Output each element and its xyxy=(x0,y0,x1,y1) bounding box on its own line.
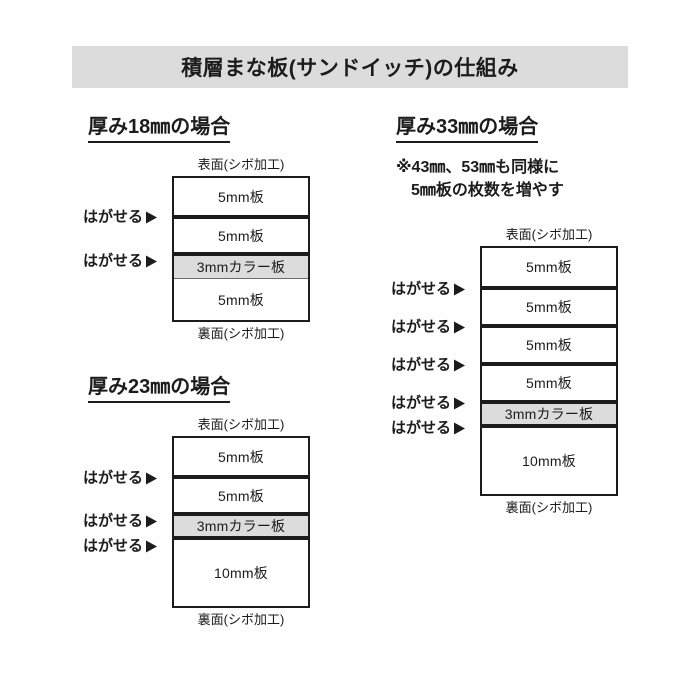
board-layer: 5mm板 xyxy=(174,475,308,513)
peel-label: はがせる xyxy=(391,419,452,437)
board-layer: 5mm板 xyxy=(174,278,308,321)
bottom-face-label-33: 裏面(シボ加工) xyxy=(505,500,593,516)
peel-marker: はがせる xyxy=(83,252,158,270)
board-layer: 10mm板 xyxy=(174,536,308,607)
board-layer-color: 3mmカラー板 xyxy=(174,512,308,537)
peel-marker: はがせる xyxy=(391,394,466,412)
board-layer-label: 5mm板 xyxy=(218,188,264,205)
board-layer-label: 10mm板 xyxy=(522,453,576,470)
board-layer-label: 5mm板 xyxy=(218,487,264,504)
board-layer-label: 5mm板 xyxy=(526,375,572,392)
board-layer-label: 5mm板 xyxy=(218,227,264,244)
board-layer-label: 5mm板 xyxy=(526,337,572,354)
section-heading-18: 厚み18㎜の場合 xyxy=(88,116,231,143)
section-note-line1: ※43㎜、53㎜も同様に xyxy=(396,159,560,176)
board-layer-label: 5mm板 xyxy=(218,448,264,465)
peel-arrow-icon xyxy=(146,211,158,223)
peel-label: はがせる xyxy=(83,469,144,487)
peel-marker: はがせる xyxy=(83,537,158,555)
board-stack-33: 5mm板 5mm板 5mm板 5mm板 3mmカラー板 10mm板 xyxy=(480,246,618,497)
board-layer-label: 3mmカラー板 xyxy=(196,259,286,276)
board-layer: 10mm板 xyxy=(482,424,616,495)
peel-marker: はがせる xyxy=(83,208,158,226)
page-title-band: 積層まな板(サンドイッチ)の仕組み xyxy=(72,46,628,88)
board-stack-18: 5mm板 5mm板 3mmカラー板 5mm板 xyxy=(172,176,310,323)
board-layer: 5mm板 xyxy=(174,178,308,216)
peel-arrow-icon xyxy=(454,283,466,295)
peel-label: はがせる xyxy=(83,252,144,270)
board-layer: 5mm板 xyxy=(482,362,616,401)
page-title: 積層まな板(サンドイッチ)の仕組み xyxy=(181,57,519,80)
board-layer-label: 5mm板 xyxy=(526,299,572,316)
board-layer: 5mm板 xyxy=(174,438,308,476)
top-face-label-23: 表面(シボ加工) xyxy=(197,417,285,432)
section-heading-23: 厚み23㎜の場合 xyxy=(88,376,231,403)
bottom-face-label-23: 裏面(シボ加工) xyxy=(197,612,285,628)
peel-label: はがせる xyxy=(83,537,144,555)
board-layer-color: 3mmカラー板 xyxy=(174,252,308,279)
peel-label: はがせる xyxy=(83,512,144,530)
board-diagram-23: 表面(シボ加工) 5mm板 5mm板 3mmカラー板 10mm板 裏面(シボ加工… xyxy=(172,417,310,628)
peel-marker: はがせる xyxy=(83,469,158,487)
board-layer-label: 3mmカラー板 xyxy=(196,518,286,535)
peel-arrow-icon xyxy=(454,422,466,434)
peel-marker: はがせる xyxy=(391,318,466,336)
board-layer-color: 3mmカラー板 xyxy=(482,400,616,425)
peel-arrow-icon xyxy=(454,359,466,371)
top-face-label-18: 表面(シボ加工) xyxy=(197,157,285,172)
peel-label: はがせる xyxy=(391,318,452,336)
section-note-33: ※43㎜、53㎜も同様に 5㎜板の枚数を増やす xyxy=(396,156,564,202)
board-layer-label: 3mmカラー板 xyxy=(504,406,594,423)
bottom-face-label-18: 裏面(シボ加工) xyxy=(197,326,285,342)
peel-arrow-icon xyxy=(454,397,466,409)
board-layer: 5mm板 xyxy=(482,248,616,287)
peel-label: はがせる xyxy=(391,280,452,298)
section-thickness-33: 厚み33㎜の場合 ※43㎜、53㎜も同様に 5㎜板の枚数を増やす xyxy=(396,116,564,202)
section-note-line2: 5㎜板の枚数を増やす xyxy=(411,182,564,200)
peel-marker: はがせる xyxy=(391,419,466,437)
peel-label: はがせる xyxy=(391,356,452,374)
peel-label: はがせる xyxy=(391,394,452,412)
board-layer-label: 5mm板 xyxy=(526,259,572,276)
board-diagram-33: 表面(シボ加工) 5mm板 5mm板 5mm板 5mm板 3mmカラー板 10m… xyxy=(480,227,618,516)
peel-marker: はがせる xyxy=(391,356,466,374)
peel-marker: はがせる xyxy=(83,512,158,530)
board-layer-label: 5mm板 xyxy=(218,291,264,308)
board-stack-23: 5mm板 5mm板 3mmカラー板 10mm板 xyxy=(172,436,310,609)
top-face-label-33: 表面(シボ加工) xyxy=(505,227,593,242)
board-layer: 5mm板 xyxy=(482,324,616,363)
peel-label: はがせる xyxy=(83,208,144,226)
peel-arrow-icon xyxy=(146,515,158,527)
peel-arrow-icon xyxy=(146,540,158,552)
peel-arrow-icon xyxy=(146,255,158,267)
board-diagram-18: 表面(シボ加工) 5mm板 5mm板 3mmカラー板 5mm板 裏面(シボ加工) xyxy=(172,157,310,342)
section-thickness-23: 厚み23㎜の場合 xyxy=(88,376,231,403)
peel-arrow-icon xyxy=(454,321,466,333)
section-thickness-18: 厚み18㎜の場合 xyxy=(88,116,231,143)
board-layer-label: 10mm板 xyxy=(214,565,268,582)
board-layer: 5mm板 xyxy=(174,215,308,253)
section-heading-33: 厚み33㎜の場合 xyxy=(396,116,539,143)
peel-arrow-icon xyxy=(146,472,158,484)
peel-marker: はがせる xyxy=(391,280,466,298)
board-layer: 5mm板 xyxy=(482,286,616,325)
